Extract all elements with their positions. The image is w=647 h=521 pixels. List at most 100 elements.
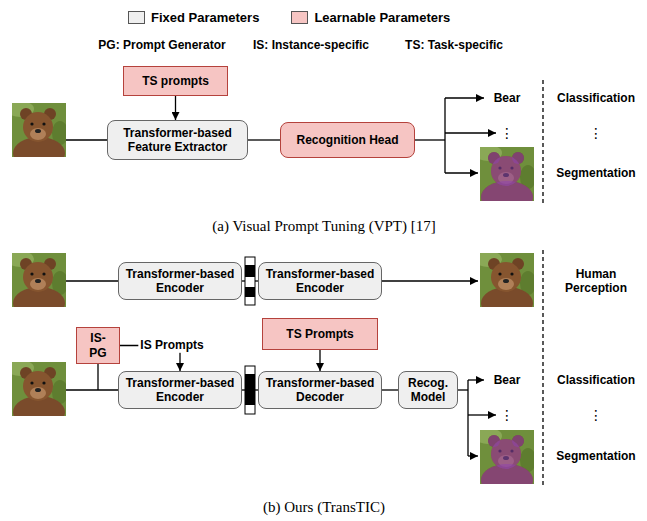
output-arrow (468, 455, 478, 456)
task-label: Segmentation (556, 449, 635, 463)
bear-head (23, 371, 53, 401)
connector (319, 350, 320, 371)
prompt-box: TS Prompts (262, 318, 378, 350)
node-text: Transformer-based Encoder (124, 376, 236, 405)
edge-label: IS Prompts (138, 338, 205, 352)
mask-head (491, 156, 521, 186)
caption: (a) Visual Prompt Tuning (VPT) [17] (212, 217, 435, 235)
ellipsis: ⋮ (589, 125, 603, 142)
task-label: Human Perception (556, 267, 636, 296)
legend: Fixed Parameters Learnable Parameters (128, 10, 482, 25)
bear-eye (30, 272, 33, 275)
bear-head (23, 262, 53, 292)
legend-item: Fixed Parameters (128, 10, 259, 25)
input-line (66, 389, 118, 390)
bear-eye (510, 272, 513, 275)
ellipsis: ⋮ (500, 125, 514, 142)
encoder-box: Transformer-based Encoder (118, 262, 242, 300)
node-text: Recognition Head (296, 133, 398, 147)
bear-snout (498, 278, 514, 290)
bear-eye (30, 122, 33, 125)
class-output: Bear (494, 91, 521, 105)
bear-snout (30, 278, 46, 290)
bear-eye (42, 381, 45, 384)
encoder-box: Transformer-based Encoder (118, 371, 242, 409)
bear-nose (35, 279, 41, 283)
legend-item: Learnable Parameters (291, 10, 450, 25)
dashed-divider (542, 250, 543, 488)
output-arrow (468, 379, 484, 380)
bitstream-bit (245, 287, 255, 297)
bear-head (491, 262, 521, 292)
ellipsis: ⋮ (589, 407, 603, 424)
caption: (b) Ours (TransTIC) (263, 498, 385, 516)
bear-image (12, 362, 66, 416)
bear-image (12, 103, 66, 157)
task-label: Classification (557, 91, 635, 105)
input-line (66, 280, 118, 281)
prompt-generator-box: IS-PG (76, 327, 120, 363)
bear-eye (498, 272, 501, 275)
mask-head (491, 439, 521, 469)
bear-eye (42, 272, 45, 275)
recognition-model-box: Recog. Model (398, 371, 458, 409)
branch-line (467, 380, 468, 456)
bear-image (12, 253, 66, 307)
node-text: Transformer-based Encoder (264, 267, 376, 296)
bear-eye (30, 381, 33, 384)
node-text: Transformer-based Decoder (264, 376, 376, 405)
abbreviation-note: TS: Task-specific (405, 38, 503, 52)
input-line (66, 139, 107, 140)
bear-head (23, 112, 53, 142)
output-line (415, 139, 445, 140)
bear-head (491, 439, 521, 469)
bear-image (480, 253, 534, 307)
connector (248, 139, 280, 140)
segmentation-mask (481, 152, 533, 201)
legend-swatch (291, 11, 308, 24)
bear-image (480, 430, 534, 484)
node-text: TS prompts (142, 74, 209, 88)
bear-nose (35, 388, 41, 392)
decoder-box: Transformer-based Decoder (258, 371, 382, 409)
feature-extractor-box: Transformer-based Feature Extractor (107, 120, 248, 160)
dashed-divider (542, 80, 543, 205)
legend-swatch (128, 11, 145, 24)
branch-line (444, 98, 445, 173)
output-arrow (468, 414, 496, 415)
output-arrow (445, 172, 478, 173)
output-line (458, 389, 468, 390)
task-label: Segmentation (556, 166, 635, 180)
bear-head (491, 156, 521, 186)
bitstream-symbol (245, 366, 255, 414)
bear-nose (503, 279, 509, 283)
bitstream-bit (245, 374, 255, 405)
connector (382, 389, 398, 390)
node-text: Transformer-based Feature Extractor (113, 126, 242, 155)
bear-snout (30, 128, 46, 140)
legend-text: Fixed Parameters (151, 10, 259, 25)
output-arrow (445, 132, 496, 133)
abbreviation-note: IS: Instance-specific (253, 38, 369, 52)
legend-text: Learnable Parameters (314, 10, 450, 25)
bear-image (480, 147, 534, 201)
node-text: Recog. Model (404, 376, 452, 405)
output-arrow (445, 97, 484, 98)
node-text: TS Prompts (286, 327, 353, 341)
bear-eye (42, 122, 45, 125)
bear-nose (35, 129, 41, 133)
task-label: Classification (557, 373, 635, 387)
class-output: Bear (494, 373, 521, 387)
node-text: IS-PG (82, 331, 114, 360)
bitstream-symbol (245, 257, 255, 305)
abbreviation-note: PG: Prompt Generator (98, 38, 225, 52)
node-text: Transformer-based Encoder (124, 267, 236, 296)
connector (175, 96, 176, 120)
prompt-box: TS prompts (123, 66, 228, 96)
recognition-head-box: Recognition Head (280, 122, 415, 158)
segmentation-mask (481, 435, 533, 484)
bitstream-bit (245, 265, 255, 277)
